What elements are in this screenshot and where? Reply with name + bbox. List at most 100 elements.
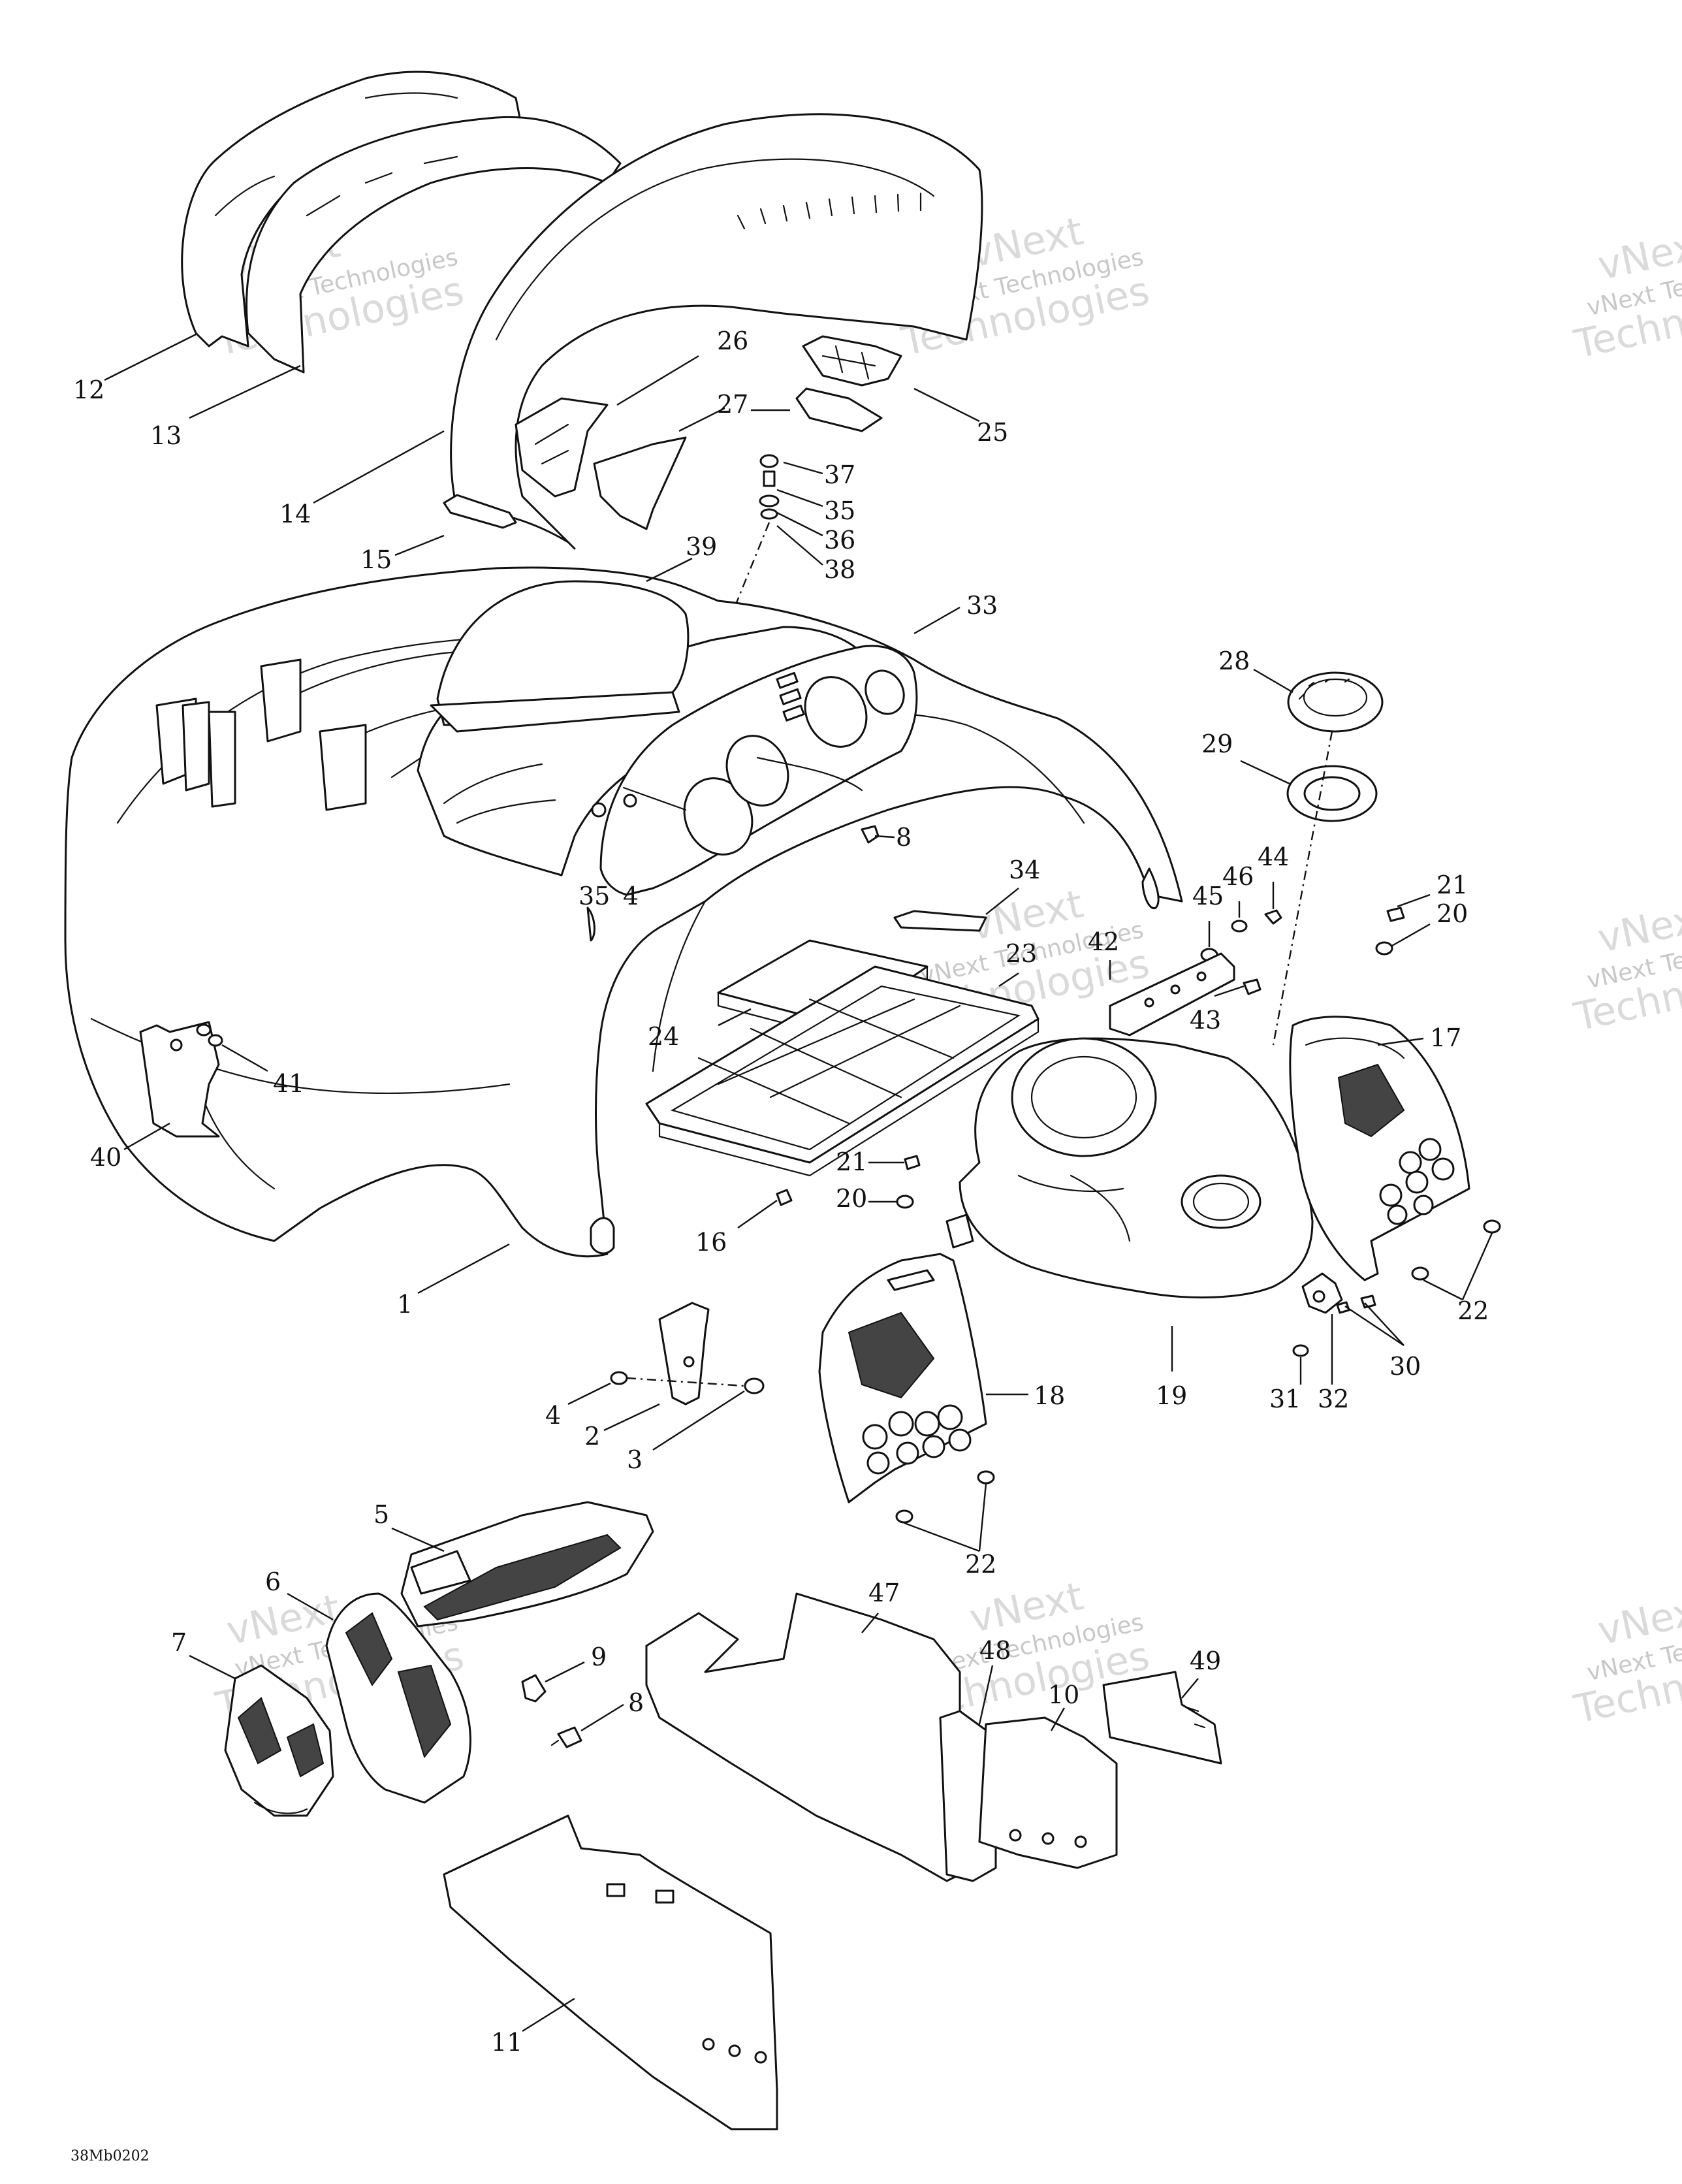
part-25-bracket[interactable] xyxy=(802,335,902,387)
part-34-strip[interactable] xyxy=(893,910,987,932)
part-9-clip[interactable] xyxy=(521,1674,547,1703)
callout-10: 10 xyxy=(1048,1680,1079,1709)
part-29-gasket[interactable] xyxy=(1286,765,1378,822)
clips-22-bottom[interactable] xyxy=(895,1470,995,1524)
callout-44: 44 xyxy=(1258,843,1289,871)
callout-36: 36 xyxy=(824,526,855,554)
callout-33: 33 xyxy=(966,591,998,620)
leader-lines xyxy=(104,333,1493,2032)
part-43-screw[interactable] xyxy=(1243,978,1262,995)
callout-5: 5 xyxy=(373,1500,389,1529)
callout-22-bottom: 22 xyxy=(965,1550,996,1579)
callout-23: 23 xyxy=(1006,939,1037,968)
part-19-console-cover[interactable] xyxy=(945,1037,1314,1299)
callout-39: 39 xyxy=(686,532,717,561)
callout-47: 47 xyxy=(868,1579,900,1607)
part-33-gauge-bezel[interactable] xyxy=(591,645,918,896)
callout-6: 6 xyxy=(265,1567,281,1596)
callout-37: 37 xyxy=(824,460,855,489)
hardware-stack-37-35-36-38[interactable] xyxy=(699,454,780,693)
callout-3: 3 xyxy=(627,1445,643,1474)
callout-46: 46 xyxy=(1222,862,1254,891)
callout-9: 9 xyxy=(591,1643,607,1671)
part-7-front-grille[interactable] xyxy=(224,1664,334,1817)
callout-19: 19 xyxy=(1156,1381,1187,1410)
callout-38: 38 xyxy=(824,555,855,584)
part-10-pad[interactable] xyxy=(978,1716,1118,1869)
callout-27: 27 xyxy=(717,390,748,419)
hardware-21-20-center[interactable] xyxy=(896,1155,921,1209)
callout-15: 15 xyxy=(360,545,392,574)
callout-43: 43 xyxy=(1190,1006,1221,1035)
clips-22-right[interactable] xyxy=(1411,1219,1501,1281)
part-49-strip[interactable] xyxy=(1102,1671,1222,1765)
callout-26: 26 xyxy=(717,327,748,355)
part-26-bracket[interactable] xyxy=(515,397,609,498)
axis-line-filler xyxy=(1272,731,1333,1046)
part-13-windshield-inner[interactable] xyxy=(246,116,622,374)
part-5-lower-grille[interactable] xyxy=(400,1501,654,1628)
callout-40: 40 xyxy=(90,1143,121,1172)
callout-25: 25 xyxy=(977,418,1008,447)
callout-35-lower: 35 xyxy=(579,882,610,910)
callout-8: 8 xyxy=(896,823,912,852)
part-39-cowl[interactable] xyxy=(430,580,690,733)
part-47-insulation[interactable] xyxy=(645,1592,961,1882)
callout-4: 4 xyxy=(623,882,639,910)
callout-48: 48 xyxy=(979,1636,1011,1665)
hardware-30-31[interactable] xyxy=(1292,1294,1376,1357)
figure-code: 38Mb0202 xyxy=(71,2148,150,2164)
callout-2: 2 xyxy=(584,1422,600,1451)
callout-32: 32 xyxy=(1318,1385,1349,1413)
part-14-windshield[interactable] xyxy=(450,113,983,550)
callout-28: 28 xyxy=(1218,647,1250,675)
screw-8-bottom[interactable] xyxy=(550,1726,582,1748)
hardware-21-20-right[interactable] xyxy=(1375,907,1405,956)
callout-21: 21 xyxy=(1436,871,1468,899)
callout-13: 13 xyxy=(150,421,182,450)
screw-8-top[interactable] xyxy=(861,825,880,844)
callout-4-lower: 4 xyxy=(545,1401,561,1430)
callout-42: 42 xyxy=(1088,927,1119,956)
callout-31: 31 xyxy=(1269,1385,1301,1413)
callout-24: 24 xyxy=(648,1022,679,1051)
part-32-latch[interactable] xyxy=(1301,1272,1343,1314)
part-17-right-side-panel[interactable] xyxy=(1289,1016,1470,1281)
part-18-left-side-panel[interactable] xyxy=(818,1253,987,1503)
part-28-filler-ring[interactable] xyxy=(1287,671,1384,733)
part-11-insulation[interactable] xyxy=(443,1814,778,2130)
callout-11: 11 xyxy=(491,2028,522,2057)
callout-8-lower: 8 xyxy=(628,1688,644,1717)
callout-30: 30 xyxy=(1389,1352,1421,1381)
callout-49: 49 xyxy=(1190,1646,1221,1675)
hardware-4-3[interactable] xyxy=(610,1371,765,1394)
callout-labels: 12 13 14 15 26 27 25 37 35 36 38 39 33 2… xyxy=(71,327,1489,2164)
part-27b-wedge[interactable] xyxy=(795,387,883,432)
callout-35: 35 xyxy=(824,496,855,525)
screw-16[interactable] xyxy=(776,1189,793,1206)
part-2-bracket[interactable] xyxy=(658,1302,710,1405)
callout-41: 41 xyxy=(273,1069,304,1098)
callout-18: 18 xyxy=(1034,1381,1065,1410)
part-6-side-grille[interactable] xyxy=(325,1592,471,1804)
callout-1: 1 xyxy=(397,1290,413,1319)
hardware-41[interactable] xyxy=(196,1023,223,1047)
callout-29: 29 xyxy=(1201,730,1233,758)
callout-14: 14 xyxy=(279,500,311,528)
part-42-bracket[interactable] xyxy=(1109,952,1235,1036)
callout-17: 17 xyxy=(1430,1023,1461,1052)
callout-22-right: 22 xyxy=(1457,1296,1489,1325)
callout-7: 7 xyxy=(171,1628,187,1657)
callout-20: 20 xyxy=(1436,899,1468,928)
callout-12: 12 xyxy=(73,376,104,404)
callout-34: 34 xyxy=(1009,856,1040,884)
part-15-clip[interactable] xyxy=(443,494,517,529)
callout-16: 16 xyxy=(695,1228,727,1257)
callout-20-center: 20 xyxy=(836,1184,867,1213)
hardware-45-46-44[interactable] xyxy=(1200,909,1282,962)
part-40-plate[interactable] xyxy=(139,1021,220,1138)
part-23-tray[interactable] xyxy=(645,965,1039,1177)
part-27-deflector[interactable] xyxy=(593,436,687,530)
callout-21-center: 21 xyxy=(836,1148,867,1176)
